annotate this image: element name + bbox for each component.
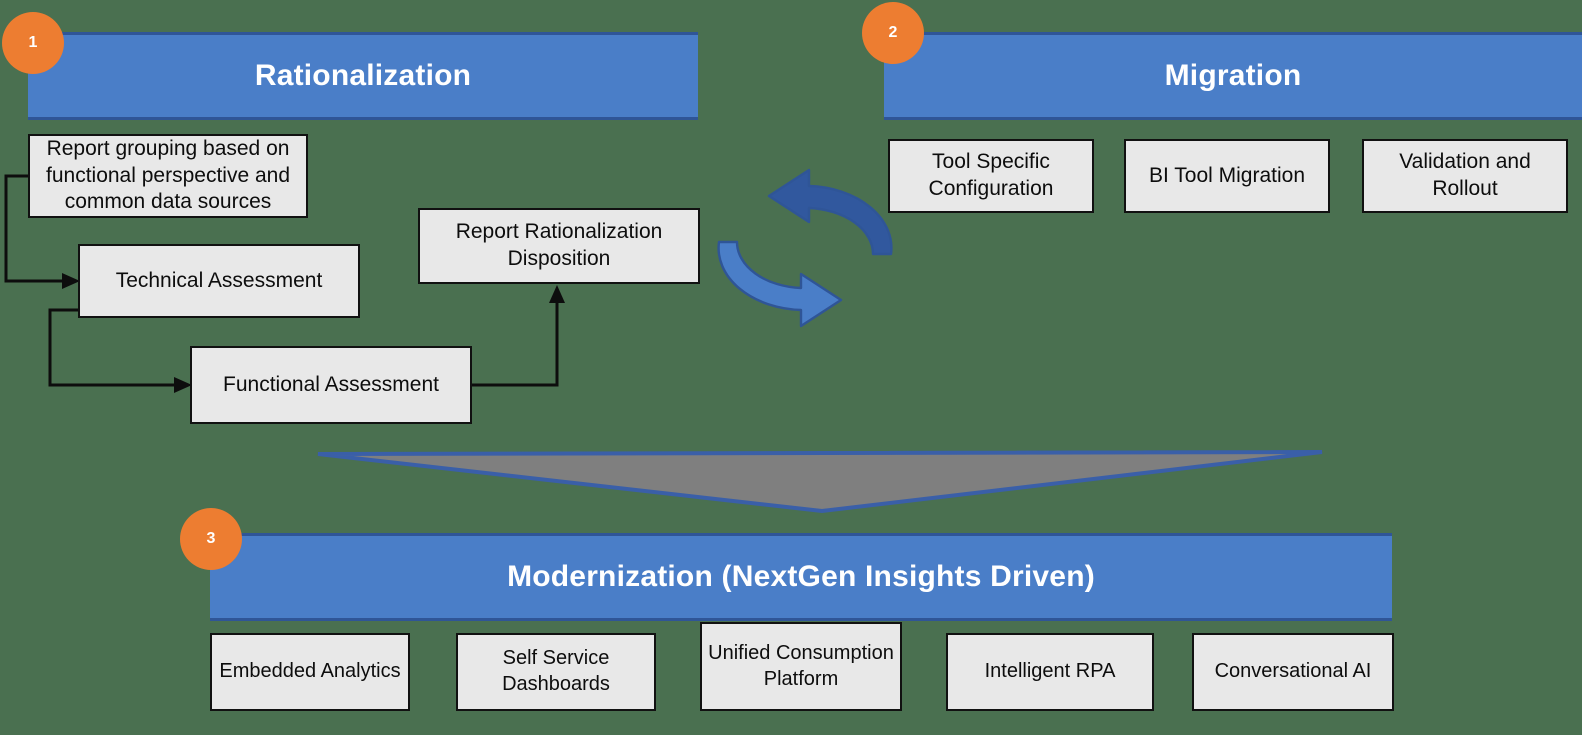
phase-title-migration: Migration (1164, 59, 1302, 92)
box-functional-assessment[interactable]: Functional Assessment (190, 346, 472, 424)
step-badge-3-number: 3 (206, 530, 216, 547)
step-badge-1[interactable]: 1 (2, 12, 64, 74)
box-report-rationalization-disposition[interactable]: Report Rationalization Disposition (418, 208, 700, 284)
step-badge-2-number: 2 (888, 24, 898, 41)
connector-functional-to-disposition (472, 285, 565, 387)
step-badge-2[interactable]: 2 (862, 2, 924, 64)
phase-title-modernization: Modernization (NextGen Insights Driven) (507, 560, 1095, 593)
connector-technical-to-functional (48, 308, 192, 393)
circular-cycle-arrows-icon (717, 168, 893, 328)
box-intelligent-rpa[interactable]: Intelligent RPA (946, 633, 1154, 711)
box-unified-consumption-platform[interactable]: Unified Consumption Platform (700, 622, 902, 711)
phase-title-rationalization: Rationalization (254, 59, 472, 92)
box-validation-and-rollout[interactable]: Validation and Rollout (1362, 139, 1568, 213)
downward-funnel-triangle-icon (317, 450, 1323, 514)
phase-banner-modernization[interactable]: Modernization (NextGen Insights Driven) (210, 533, 1392, 621)
step-badge-1-number: 1 (28, 34, 38, 51)
step-badge-3[interactable]: 3 (180, 508, 242, 570)
box-embedded-analytics[interactable]: Embedded Analytics (210, 633, 410, 711)
phase-banner-migration[interactable]: Migration (884, 32, 1582, 120)
phase-banner-rationalization[interactable]: Rationalization (28, 32, 698, 120)
box-self-service-dashboards[interactable]: Self Service Dashboards (456, 633, 656, 711)
box-bi-tool-migration[interactable]: BI Tool Migration (1124, 139, 1330, 213)
box-report-grouping[interactable]: Report grouping based on functional pers… (28, 134, 308, 218)
box-tool-specific-configuration[interactable]: Tool Specific Configuration (888, 139, 1094, 213)
box-technical-assessment[interactable]: Technical Assessment (78, 244, 360, 318)
box-conversational-ai[interactable]: Conversational AI (1192, 633, 1394, 711)
